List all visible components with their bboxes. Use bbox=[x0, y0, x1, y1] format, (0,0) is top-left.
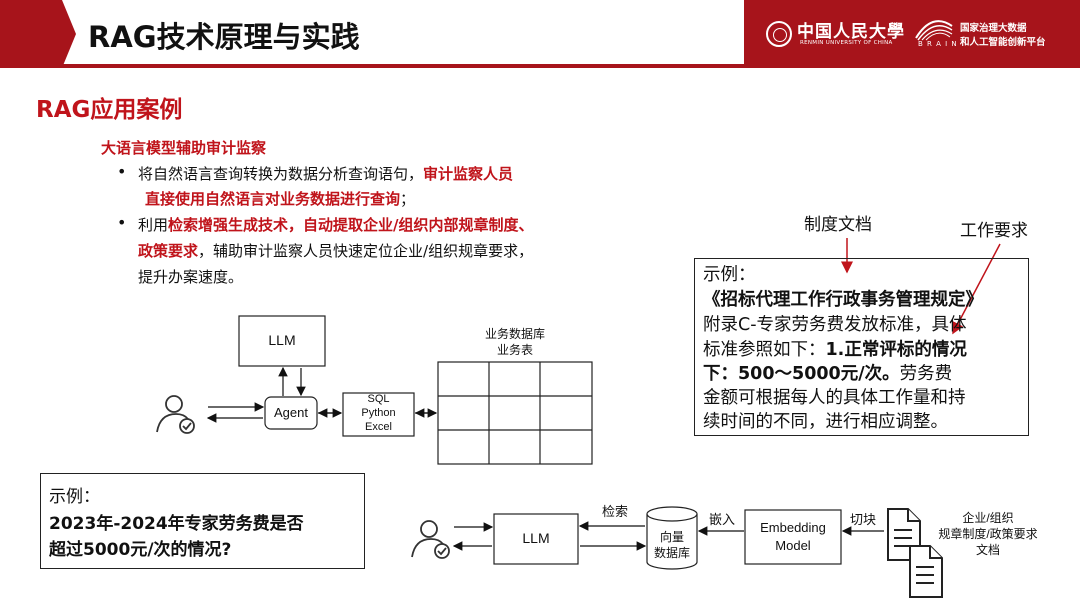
bullet1-line2: 直接使用自然语言对业务数据进行查询； bbox=[145, 188, 415, 209]
policy-line: 标准参照如下：1.正常评标的情况 bbox=[703, 336, 967, 361]
bullet2-highlight: 检索增强生成技术，自动提取企业/组织内部规章制度、 bbox=[168, 216, 534, 234]
chunk-label: 切块 bbox=[849, 512, 876, 527]
retrieve-label: 检索 bbox=[601, 504, 628, 519]
policy-text: 劳务费 bbox=[899, 364, 953, 384]
table-label: 业务表 bbox=[496, 343, 533, 357]
bullet1-highlight: 审计监察人员 bbox=[423, 165, 514, 183]
lab-name-line1: 国家治理大数据 bbox=[960, 23, 1027, 34]
bullet2-line1: 利用检索增强生成技术，自动提取企业/组织内部规章制度、 bbox=[138, 214, 534, 235]
business-table-grid bbox=[437, 361, 593, 465]
docs-label-1: 企业/组织 bbox=[962, 511, 1014, 525]
vector-database-icon bbox=[646, 506, 698, 570]
user-check-icon bbox=[411, 520, 450, 559]
policy-bold: 下：500～5000元/次。 bbox=[703, 364, 900, 384]
example-query-box: 示例： 2023年-2024年专家劳务费是否 超过5000元/次的情况? bbox=[40, 473, 365, 569]
bullet-marker: • bbox=[117, 162, 127, 181]
tool-python: Python bbox=[361, 407, 396, 419]
llm-box-bottom bbox=[493, 513, 579, 565]
university-seal-icon bbox=[766, 21, 792, 47]
lab-name-line2: 和人工智能创新平台 bbox=[960, 37, 1046, 48]
llm-label-bottom: LLM bbox=[522, 530, 550, 546]
policy-bold: 1.正常评标的情况 bbox=[825, 340, 967, 360]
embedding-label-1: Embedding bbox=[760, 520, 826, 535]
university-english-name: RENMIN UNIVERSITY OF CHINA bbox=[800, 40, 893, 46]
bullet1-text-2: ； bbox=[400, 190, 416, 208]
section-title: RAG应用案例 bbox=[36, 97, 183, 123]
policy-line: 下：500～5000元/次。劳务费 bbox=[703, 360, 952, 385]
bullet2-highlight-2: 政策要求 bbox=[138, 242, 199, 260]
header: RAG技术原理与实践 中国人民大學 RENMIN UNIVERSITY OF C… bbox=[0, 0, 1080, 68]
docs-label-3: 文档 bbox=[975, 543, 1000, 557]
agent-box bbox=[264, 396, 318, 430]
vector-db-label-2: 数据库 bbox=[653, 546, 690, 560]
label-work-req: 工作要求 bbox=[960, 221, 1028, 241]
query-line: 超过5000元/次的情况? bbox=[49, 540, 232, 560]
brain-wordmark: B R A I N bbox=[918, 40, 958, 48]
example-label: 示例： bbox=[49, 487, 100, 507]
tool-sql: SQL bbox=[367, 393, 390, 405]
tool-excel: Excel bbox=[365, 421, 392, 433]
tools-box bbox=[342, 392, 415, 437]
bullet1-text: 将自然语言查询转换为数据分析查询语句， bbox=[138, 165, 424, 183]
slide-title: RAG技术原理与实践 bbox=[88, 20, 360, 54]
bullet-marker: • bbox=[117, 213, 127, 232]
policy-title: 《招标代理工作行政事务管理规定》 bbox=[703, 290, 983, 310]
label-policy-doc: 制度文档 bbox=[804, 215, 872, 235]
bullet2-line2: 政策要求，辅助审计监察人员快速定位企业/组织规章要求， bbox=[138, 240, 533, 261]
example-policy-box: 示例： 《招标代理工作行政事务管理规定》 附录C-专家劳务费发放标准，具体 标准… bbox=[694, 258, 1029, 436]
header-underline bbox=[62, 64, 744, 68]
example-label: 示例： bbox=[703, 265, 756, 285]
bullet2-text-2: ，辅助审计监察人员快速定位企业/组织规章要求， bbox=[198, 242, 534, 260]
policy-line: 续时间的不同，进行相应调整。 bbox=[703, 412, 948, 432]
policy-line: 金额可根据每人的具体工作量和持 bbox=[703, 388, 966, 408]
header-chevron bbox=[62, 0, 76, 68]
university-name: 中国人民大學 bbox=[797, 22, 905, 42]
query-line: 2023年-2024年专家劳务费是否 bbox=[49, 514, 304, 534]
case-heading: 大语言模型辅助审计监察 bbox=[101, 139, 267, 157]
llm-box-top bbox=[238, 315, 326, 367]
bullet1-highlight-2: 直接使用自然语言对业务数据进行查询 bbox=[145, 190, 401, 208]
policy-line: 附录C-专家劳务费发放标准，具体 bbox=[703, 315, 967, 335]
brain-logo-icon bbox=[915, 20, 953, 41]
bullet1-line1: 将自然语言查询转换为数据分析查询语句，审计监察人员 bbox=[138, 163, 513, 184]
bullet2-text: 利用 bbox=[138, 216, 169, 234]
embedding-model-box bbox=[744, 509, 842, 565]
bullet2-line3: 提升办案速度。 bbox=[138, 268, 244, 286]
embed-label: 嵌入 bbox=[708, 512, 735, 527]
document-icon bbox=[909, 545, 943, 598]
docs-label-2: 规章制度/政策要求 bbox=[938, 527, 1038, 541]
header-left-bar bbox=[0, 0, 62, 68]
policy-text: 标准参照如下： bbox=[703, 340, 826, 360]
agent-label: Agent bbox=[274, 405, 308, 420]
header-logo-panel bbox=[744, 0, 1080, 68]
db-label: 业务数据库 bbox=[484, 327, 545, 341]
embedding-label-2: Model bbox=[775, 538, 811, 553]
user-check-icon bbox=[156, 395, 195, 434]
llm-label-top: LLM bbox=[268, 332, 296, 348]
vector-db-label-1: 向量 bbox=[659, 530, 684, 544]
